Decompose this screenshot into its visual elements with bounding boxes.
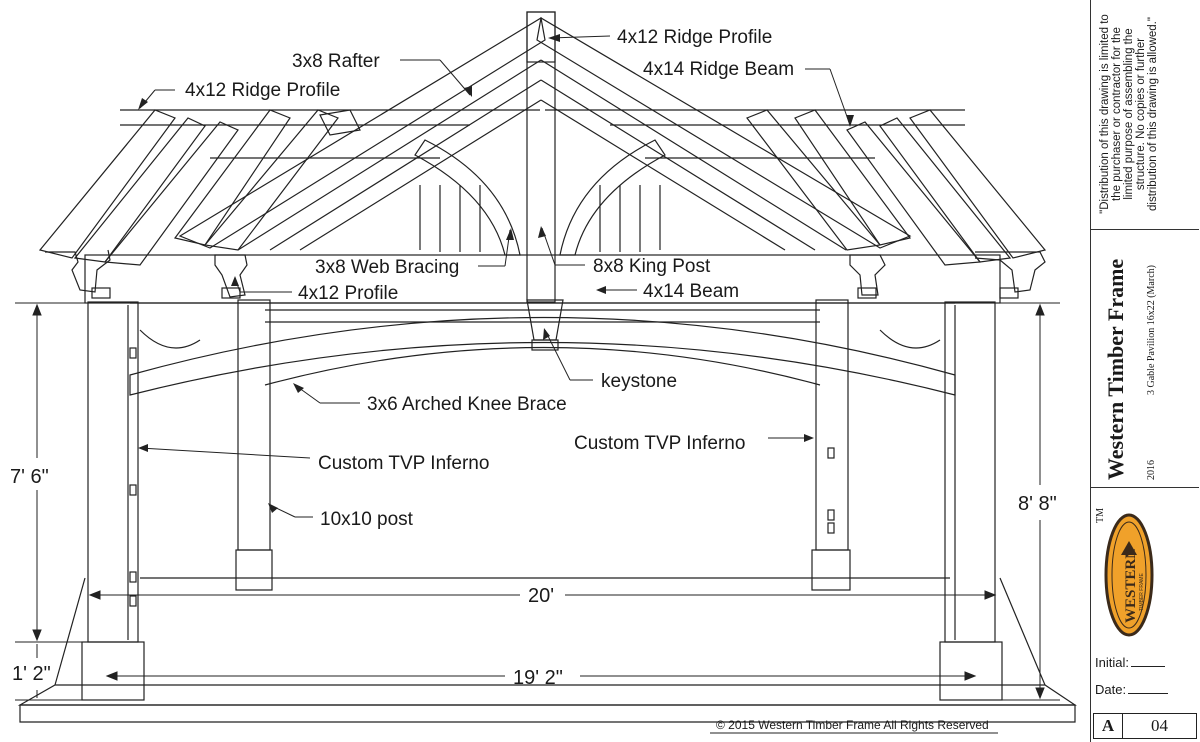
label-king-post: 8x8 King Post: [593, 256, 711, 277]
title-block: "Distribution of this drawing is limited…: [1090, 0, 1199, 742]
distribution-notice: "Distribution of this drawing is limited…: [1099, 4, 1159, 224]
logo-cell: WESTERN TIMBER FRAME: [1091, 488, 1199, 648]
notice-line: the purchaser or contractor for the: [1111, 27, 1123, 201]
label-keystone: keystone: [601, 371, 677, 392]
initial-field[interactable]: Initial:: [1095, 655, 1165, 670]
front-left-post-base: [81, 641, 145, 701]
front-right-post: [944, 301, 996, 643]
back-left-post: [237, 299, 271, 551]
label-web-bracing: 3x8 Web Bracing: [315, 257, 459, 278]
notice-line: distribution of this drawing is allowed.…: [1147, 17, 1159, 211]
label-ridge-beam: 4x14 Ridge Beam: [643, 59, 794, 80]
label-ridge-profile-left: 4x12 Ridge Profile: [185, 80, 340, 101]
pavilion-elevation-drawing: 4x12 Ridge Profile 4x14 Ridge Beam 3x8 R…: [10, 11, 1077, 734]
gable-rafter-right: [536, 17, 912, 249]
notice-line: "Distribution of this drawing is limited…: [1099, 14, 1111, 214]
copyright: © 2015 Western Timber Frame All Rights R…: [716, 718, 989, 732]
date-label: Date:: [1095, 682, 1127, 697]
label-post: 10x10 post: [320, 509, 414, 530]
dim-height-left: 7' 6": [10, 466, 49, 488]
company-name: Western Timber Frame: [1103, 258, 1128, 480]
label-knee-brace: 3x6 Arched Knee Brace: [367, 394, 567, 415]
dim-base-height: 1' 2": [12, 663, 51, 685]
king-post: [526, 11, 556, 303]
trademark-mark: TM: [1095, 508, 1106, 523]
front-right-post-base: [939, 641, 1003, 701]
label-rafter: 3x8 Rafter: [292, 51, 380, 72]
project-name: 3 Gable Pavilion 16x22 (March): [1146, 265, 1157, 395]
back-left-post-base: [235, 549, 273, 591]
deck-front-face: [19, 704, 1076, 723]
notice-line: limited purpose of assembling the: [1123, 28, 1135, 200]
back-right-post: [815, 299, 849, 551]
gable-rafter-left: [178, 17, 546, 249]
label-tvp-left: Custom TVP Inferno: [318, 453, 489, 474]
leader-arrowheads: [138, 34, 854, 513]
initial-label: Initial:: [1095, 655, 1129, 670]
label-tvp-right: Custom TVP Inferno: [574, 433, 745, 454]
dim-span-top: 20': [528, 585, 554, 607]
logo-text: WESTERN: [1123, 548, 1139, 623]
sheet-letter: A: [1094, 714, 1123, 738]
web-bracing-left: [414, 139, 521, 256]
company-logo: WESTERN TIMBER FRAME: [1104, 513, 1154, 637]
sheet-number: 04: [1151, 716, 1168, 735]
linework: [17, 11, 1077, 723]
project-year: 2016: [1146, 460, 1157, 480]
notice-cell: "Distribution of this drawing is limited…: [1091, 0, 1199, 230]
dimension-lines: [15, 302, 1060, 701]
label-profile: 4x12 Profile: [298, 283, 398, 304]
logo-subtext: TIMBER FRAME: [1139, 573, 1145, 611]
dim-span-bottom: 19' 2": [513, 667, 563, 689]
arched-knee-brace: [129, 316, 956, 396]
label-beam: 4x14 Beam: [643, 281, 739, 302]
dim-height-right: 8' 8": [1018, 493, 1057, 515]
back-right-post-base: [811, 549, 851, 591]
label-ridge-profile-top: 4x12 Ridge Profile: [617, 27, 772, 48]
web-bracing-right: [559, 139, 666, 256]
date-field[interactable]: Date:: [1095, 682, 1169, 697]
sheet-number-box: A 04: [1093, 713, 1197, 739]
notice-line: structure. No copies or further: [1135, 37, 1147, 191]
company-cell: Western Timber Frame 3 Gable Pavilion 16…: [1091, 230, 1199, 488]
